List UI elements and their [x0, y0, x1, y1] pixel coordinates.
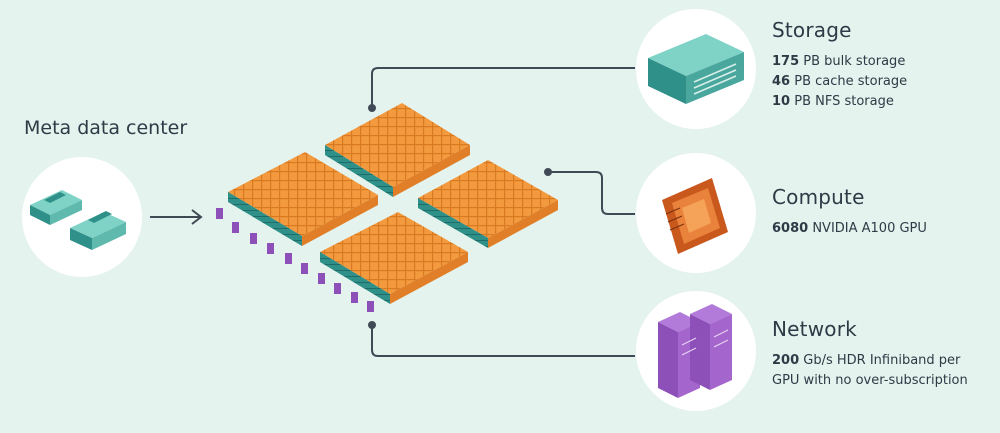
- datacenter-building-icon: [30, 190, 126, 250]
- network-line: GPU with no over-subscription: [772, 373, 968, 388]
- storage-line: 46 PB cache storage: [772, 74, 908, 89]
- network-line: 200 Gb/s HDR Infiniband per: [772, 353, 961, 368]
- network-node: [636, 291, 756, 411]
- network-details: 200 Gb/s HDR Infiniband per GPU with no …: [772, 351, 968, 391]
- datacenter-title: Meta data center: [24, 117, 188, 139]
- rack-cluster-top: [325, 103, 470, 197]
- gpu-chip-icon: [662, 178, 728, 254]
- storage-details: 175 PB bulk storage 46 PB cache storage …: [772, 52, 907, 112]
- storage-line: 10 PB NFS storage: [772, 94, 894, 109]
- connector-storage: [371, 67, 635, 108]
- storage-title: Storage: [772, 18, 852, 42]
- connector-network: [371, 325, 635, 357]
- compute-line: 6080 NVIDIA A100 GPU: [772, 221, 927, 236]
- connector-dot-compute: [544, 168, 552, 176]
- connector-dot-storage: [368, 104, 376, 112]
- rack-cluster-right: [418, 160, 558, 248]
- flow-arrow: [150, 209, 203, 225]
- connector-dot-network: [368, 321, 376, 329]
- compute-title: Compute: [772, 185, 865, 209]
- compute-details: 6080 NVIDIA A100 GPU: [772, 219, 927, 239]
- datacenter-node: [22, 157, 142, 277]
- rack-clusters: [216, 103, 558, 312]
- storage-line: 175 PB bulk storage: [772, 54, 906, 69]
- rack-cluster-bottom: [320, 212, 468, 304]
- network-rack-icon: [658, 304, 732, 398]
- compute-node: [636, 153, 756, 273]
- connector-compute: [548, 171, 635, 215]
- network-rack-row: [216, 208, 374, 312]
- datacenter-circle: [22, 157, 142, 277]
- storage-node: [636, 9, 756, 129]
- rack-cluster-left: [228, 152, 378, 246]
- network-title: Network: [772, 317, 857, 341]
- storage-server-icon: [648, 34, 744, 104]
- connector-lines: [368, 67, 635, 357]
